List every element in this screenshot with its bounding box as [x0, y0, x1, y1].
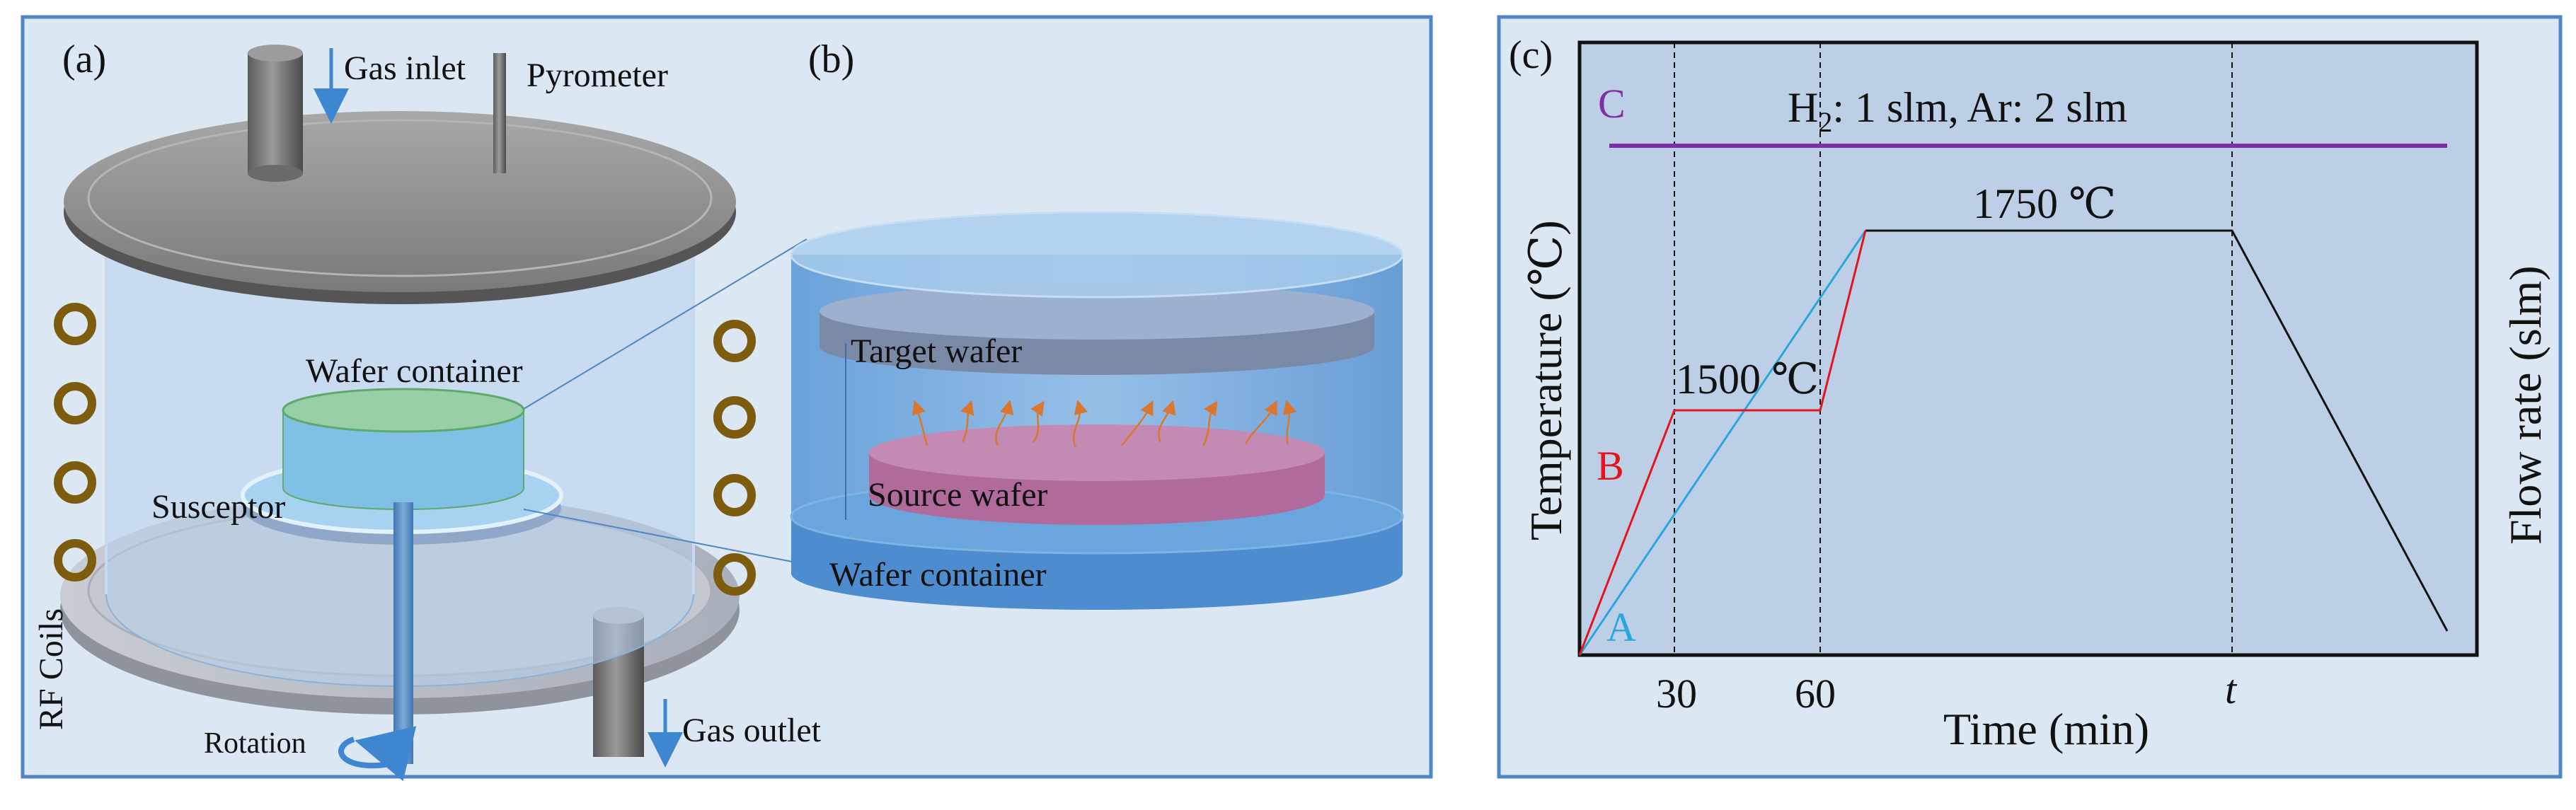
series-c-text-sub: 2: [1818, 106, 1832, 138]
wafer-container-label-b: Wafer container: [829, 556, 1047, 594]
panel-a-label: (a): [62, 37, 106, 81]
series-b-label: B: [1597, 443, 1624, 489]
pyrometer-label: Pyrometer: [527, 57, 668, 94]
label-1500: 1500 ℃: [1676, 356, 1819, 403]
rf-coils-right: [713, 320, 756, 596]
y-axis-label-left: Temperature (℃): [1521, 220, 1571, 540]
gas-inlet-pipe: [248, 45, 303, 182]
source-wafer-label: Source wafer: [868, 476, 1048, 514]
y-axis-label-right: Flow rate (slm): [2500, 265, 2551, 545]
label-1750: 1750 ℃: [1973, 180, 2116, 227]
gas-inlet-label: Gas inlet: [344, 50, 466, 87]
zoom-line-bottom: [523, 509, 815, 567]
series-b-line: [1578, 230, 1867, 656]
gas-outlet-label: Gas outlet: [682, 712, 822, 749]
series-c-text: H2: 1 slm, Ar: 2 slm: [1788, 84, 2127, 138]
zoom-line-top: [523, 238, 807, 410]
series-c-text-h: H: [1788, 84, 1818, 131]
rf-coils-left: [54, 303, 96, 582]
zoom-cylinder: [790, 211, 1404, 610]
series-c-label: C: [1598, 81, 1626, 127]
wafer-container-small: [282, 388, 525, 510]
panel-b-label: (b): [808, 37, 854, 81]
tick-t: t: [2225, 666, 2238, 712]
rotation-arrow: [338, 726, 417, 782]
series-a-label: A: [1606, 604, 1636, 650]
series-a-line: [1578, 230, 1867, 656]
series-common-line: [1865, 229, 2449, 632]
target-wafer-label: Target wafer: [851, 332, 1022, 370]
reactor-lid: [64, 111, 736, 304]
susceptor-label: Susceptor: [151, 488, 285, 526]
rf-coils-label: RF Coils: [33, 608, 70, 730]
rotation-label: Rotation: [204, 727, 306, 760]
wafer-container-label-a: Wafer container: [306, 352, 523, 390]
tick-30: 30: [1656, 671, 1697, 717]
plot-area: [1577, 40, 2479, 657]
x-axis-label: Time (min): [1943, 704, 2149, 754]
panel-c-label: (c): [1509, 33, 1553, 77]
series-c-text-rest: : 1 slm, Ar: 2 slm: [1832, 84, 2127, 131]
rotation-shaft: [393, 502, 413, 764]
pyrometer-rod: [493, 53, 506, 173]
vapor-arrows: [912, 400, 1297, 448]
tick-60: 60: [1795, 671, 1836, 717]
